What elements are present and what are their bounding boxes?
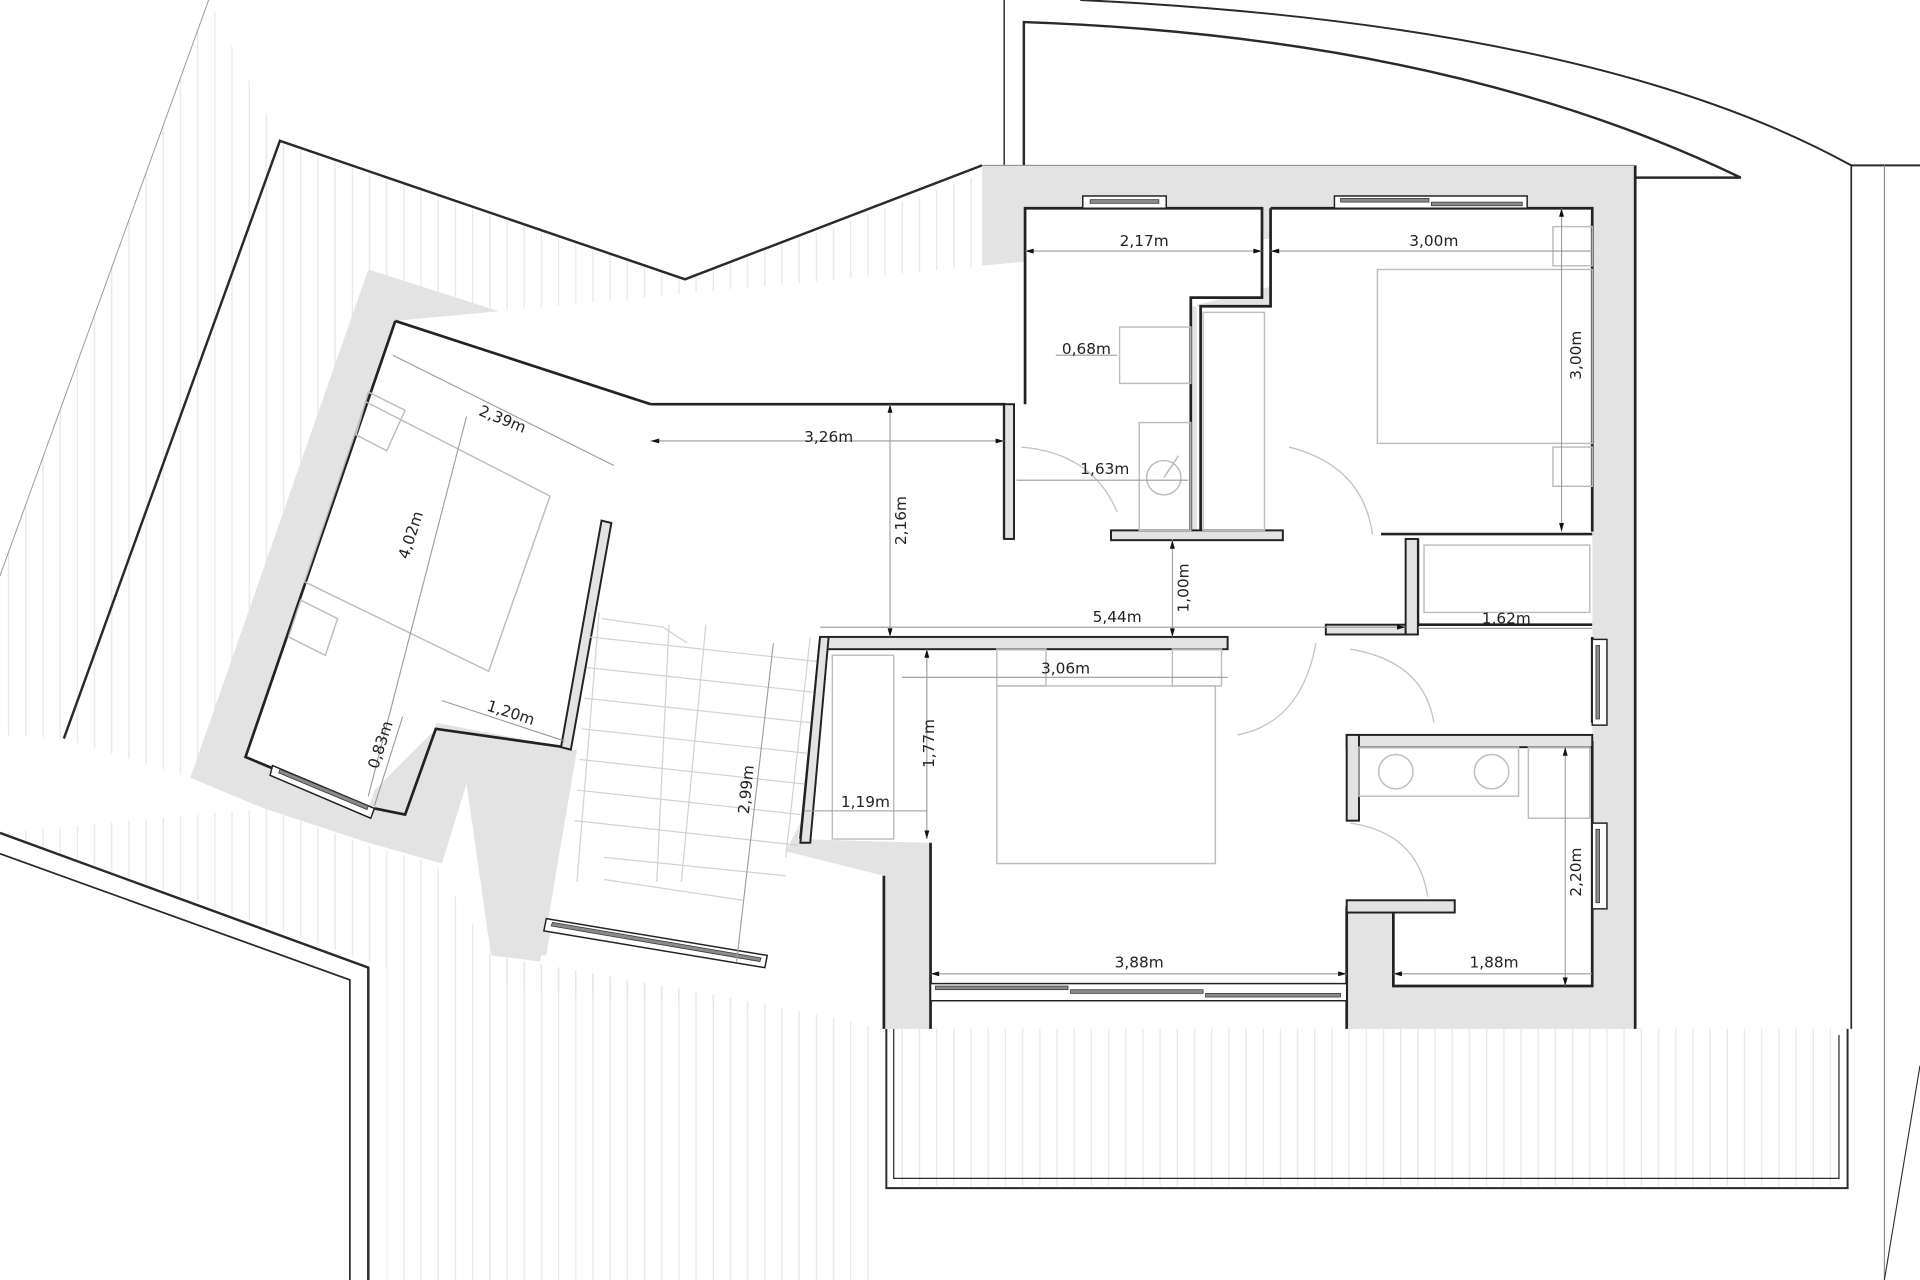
wardrobe-top xyxy=(1202,311,1266,532)
dim-label-bath-vanity: 0,68m xyxy=(1062,340,1111,358)
wardrobe-bottom xyxy=(831,654,895,840)
staircase xyxy=(574,612,817,901)
dim-label-bath-bottom-length: 2,20m xyxy=(1567,848,1585,897)
bed-bottom xyxy=(996,685,1217,865)
windows xyxy=(269,195,1608,1002)
door-bottom-bath xyxy=(1350,822,1429,897)
dim-label-bedroom-tr-width: 3,00m xyxy=(1409,232,1458,250)
dim-label-bedroom-tr-length: 3,00m xyxy=(1567,331,1585,380)
window-left-bedroom xyxy=(269,764,376,820)
dim-label-corridor-width: 3,26m xyxy=(804,428,853,446)
sink-icon xyxy=(1473,753,1510,790)
bed-left xyxy=(303,400,551,673)
planter-top xyxy=(1022,20,1742,179)
furniture xyxy=(287,225,1593,865)
dim-label-corridor-length: 5,44m xyxy=(1093,608,1142,626)
window-right-bath xyxy=(1591,822,1608,910)
dim-label-window-wall: 3,88m xyxy=(1115,954,1164,972)
bath-vanity-top xyxy=(1118,326,1192,385)
door-bottom-bedroom xyxy=(1237,642,1317,736)
dim-label-stair-length: 2,99m xyxy=(735,764,758,815)
terrace-left-strip xyxy=(0,0,280,739)
closet-right xyxy=(1423,544,1591,614)
sink-icon xyxy=(1377,753,1414,790)
window-top-bedroom xyxy=(1333,195,1528,209)
dim-label-wardrobe-bottom: 1,19m xyxy=(841,793,890,811)
dim-label-closet-right: 1,62m xyxy=(1482,609,1531,627)
dim-label-bath-bottom-width: 1,88m xyxy=(1469,954,1518,972)
window-top-bath xyxy=(1082,195,1167,209)
door-top-bath xyxy=(1021,446,1118,513)
exterior-walls xyxy=(190,165,1636,1029)
window-right-closet xyxy=(1591,638,1608,726)
double-vanity xyxy=(1358,746,1520,797)
dimension-lines xyxy=(367,208,1593,987)
dim-label-bath-top-width: 2,17m xyxy=(1120,232,1169,250)
door-top-bedroom xyxy=(1288,446,1374,535)
terrace-hatch-areas xyxy=(0,0,1848,1280)
door-right-closet xyxy=(1350,648,1435,723)
dim-label-bath-depth: 1,63m xyxy=(1080,460,1129,478)
doors xyxy=(1021,446,1435,897)
dim-label-bedroom-bottom-depth: 1,77m xyxy=(920,719,938,768)
bed-top-right xyxy=(1376,268,1593,445)
dim-label-corridor-height: 2,16m xyxy=(892,496,910,545)
dim-label-bedroom-bottom-width: 3,06m xyxy=(1041,660,1090,678)
dimension-arrows xyxy=(650,208,1568,987)
dim-label-passage: 1,00m xyxy=(1174,563,1192,612)
window-bottom-bedroom xyxy=(929,982,1348,1002)
terrace-stair-landing xyxy=(491,955,768,1011)
window-stair xyxy=(542,917,769,969)
sink-icon xyxy=(1145,459,1182,496)
terrace-bottom-right xyxy=(886,1028,1848,1186)
terrace-bottom-left xyxy=(0,808,884,1280)
terrace-top-left xyxy=(63,0,1007,778)
